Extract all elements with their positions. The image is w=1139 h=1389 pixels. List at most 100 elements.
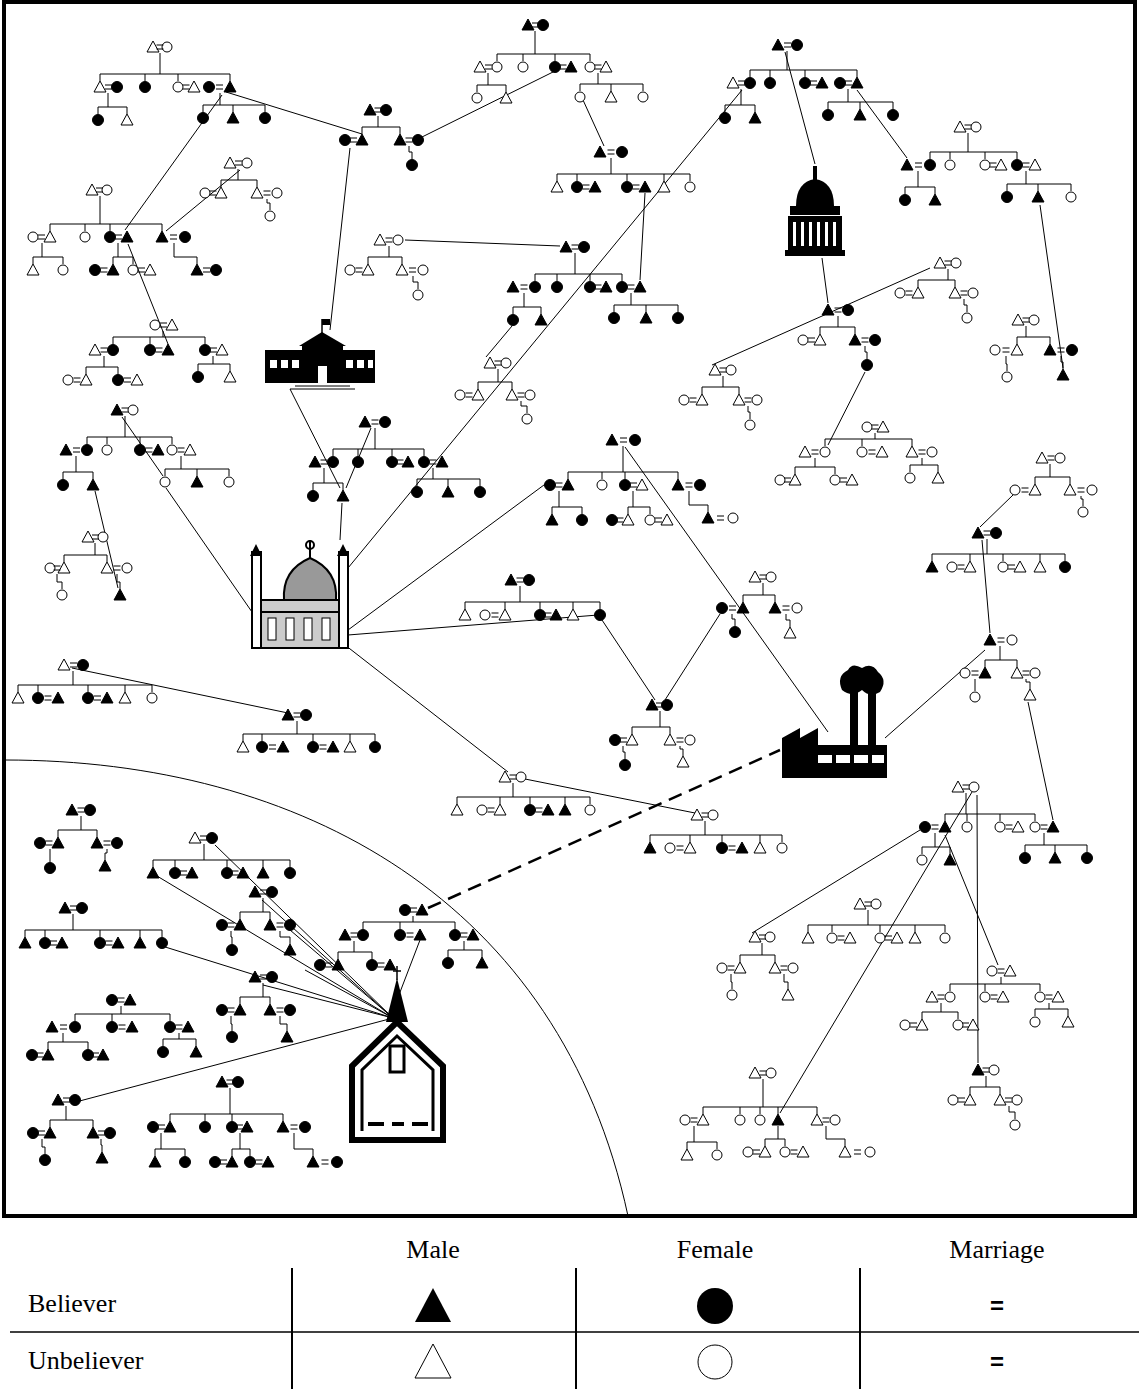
unbeliever-female bbox=[597, 480, 607, 490]
unbeliever-female bbox=[575, 92, 585, 102]
unbeliever-female bbox=[1010, 1120, 1020, 1130]
unbeliever-male bbox=[374, 234, 386, 245]
unbeliever-female bbox=[1055, 453, 1065, 463]
believer-male bbox=[1044, 344, 1056, 355]
descent-line bbox=[975, 679, 976, 691]
marriage-sign bbox=[729, 606, 736, 610]
believer-female bbox=[285, 868, 296, 879]
believer-female bbox=[380, 417, 391, 428]
descent-line bbox=[18, 671, 152, 692]
unbeliever-male bbox=[876, 446, 888, 457]
unbeliever-male bbox=[661, 514, 673, 525]
believer-male bbox=[52, 1094, 64, 1105]
descent-line bbox=[477, 73, 506, 92]
believer-female bbox=[267, 887, 278, 898]
unbeliever-male bbox=[551, 181, 563, 192]
marriage-sign bbox=[628, 285, 635, 289]
descent-line bbox=[748, 406, 750, 419]
unbeliever-female bbox=[951, 258, 961, 268]
marriage-sign bbox=[702, 813, 709, 817]
marriage-sign bbox=[983, 1068, 990, 1072]
link-line bbox=[828, 372, 865, 445]
believer-female bbox=[607, 515, 618, 526]
marriage-sign bbox=[92, 535, 99, 539]
unbeliever-female bbox=[960, 668, 970, 678]
marriage-sign bbox=[277, 1008, 284, 1012]
believer-male bbox=[926, 561, 938, 572]
descent-line bbox=[50, 849, 51, 862]
believer-female bbox=[340, 135, 351, 146]
believer-male bbox=[249, 971, 261, 982]
descent-line bbox=[1035, 1003, 1068, 1016]
marriage-sign bbox=[138, 268, 145, 272]
believer-male bbox=[565, 61, 577, 72]
unbeliever-male bbox=[567, 609, 579, 620]
believer-male bbox=[152, 444, 164, 455]
unbeliever-male bbox=[954, 121, 966, 132]
descent-line bbox=[117, 574, 120, 589]
marriage-sign bbox=[410, 908, 417, 912]
believer-female bbox=[227, 1032, 238, 1043]
marriage-sign bbox=[677, 846, 684, 850]
believer-female bbox=[233, 1077, 244, 1088]
believer-female bbox=[257, 742, 268, 753]
unbeliever-female bbox=[58, 265, 68, 275]
marriage-sign bbox=[753, 1150, 760, 1154]
unbeliever-male bbox=[1062, 1016, 1074, 1027]
believer-female bbox=[745, 78, 756, 89]
factory-icon bbox=[782, 665, 887, 778]
unbeliever-female bbox=[895, 288, 905, 298]
believer-male bbox=[769, 602, 781, 613]
marriage-sign bbox=[845, 81, 852, 85]
believer-female bbox=[620, 480, 631, 491]
unbeliever-female bbox=[685, 182, 695, 192]
descent-line bbox=[155, 1133, 185, 1156]
unbeliever-female bbox=[1030, 1017, 1040, 1027]
marriage-sign bbox=[176, 1025, 183, 1029]
link-line bbox=[262, 900, 393, 1018]
believer-female bbox=[108, 345, 119, 356]
unbeliever-male bbox=[839, 1146, 851, 1157]
believer-female bbox=[1060, 562, 1071, 573]
unbeliever-male bbox=[891, 932, 903, 943]
believer-female bbox=[475, 487, 486, 498]
unbeliever-female bbox=[987, 966, 997, 976]
believer-male bbox=[277, 741, 289, 752]
believer-female bbox=[45, 863, 56, 874]
believer-female bbox=[227, 1122, 238, 1133]
believer-male bbox=[416, 904, 428, 915]
believer-male bbox=[309, 456, 321, 467]
descent-line bbox=[87, 416, 172, 444]
marriage-sign bbox=[633, 185, 640, 189]
unbeliever-male bbox=[189, 832, 201, 843]
marriage-sign bbox=[560, 65, 567, 69]
unbeliever-male bbox=[44, 231, 56, 242]
unbeliever-male bbox=[789, 474, 801, 485]
marriage-sign bbox=[98, 1131, 105, 1135]
dashed-link bbox=[428, 750, 780, 908]
believer-male bbox=[190, 1046, 202, 1057]
unbeliever-male bbox=[802, 932, 814, 943]
descent-line bbox=[922, 833, 950, 854]
descent-line bbox=[42, 1139, 45, 1154]
believer-female bbox=[367, 960, 378, 971]
marriage-sign bbox=[70, 663, 77, 667]
descent-line bbox=[105, 849, 107, 860]
believer-female bbox=[387, 457, 398, 468]
believer-female bbox=[620, 760, 631, 771]
unbeliever-female bbox=[585, 62, 595, 72]
unbeliever-female bbox=[162, 42, 172, 52]
descent-line bbox=[795, 458, 835, 474]
marriage-sign bbox=[122, 408, 129, 412]
marriage-sign bbox=[910, 1023, 917, 1027]
descent-line bbox=[1025, 833, 1087, 852]
column-header: Male bbox=[406, 1235, 459, 1264]
descent-line bbox=[535, 253, 622, 281]
descent-line bbox=[970, 1076, 1000, 1094]
believer-male bbox=[634, 281, 646, 292]
marriage-sign bbox=[510, 775, 517, 779]
marriage-sign bbox=[998, 969, 1005, 973]
marriage-sign bbox=[862, 338, 869, 342]
legend-text-wrap: Believer bbox=[28, 1289, 116, 1319]
believer-female bbox=[170, 868, 181, 879]
